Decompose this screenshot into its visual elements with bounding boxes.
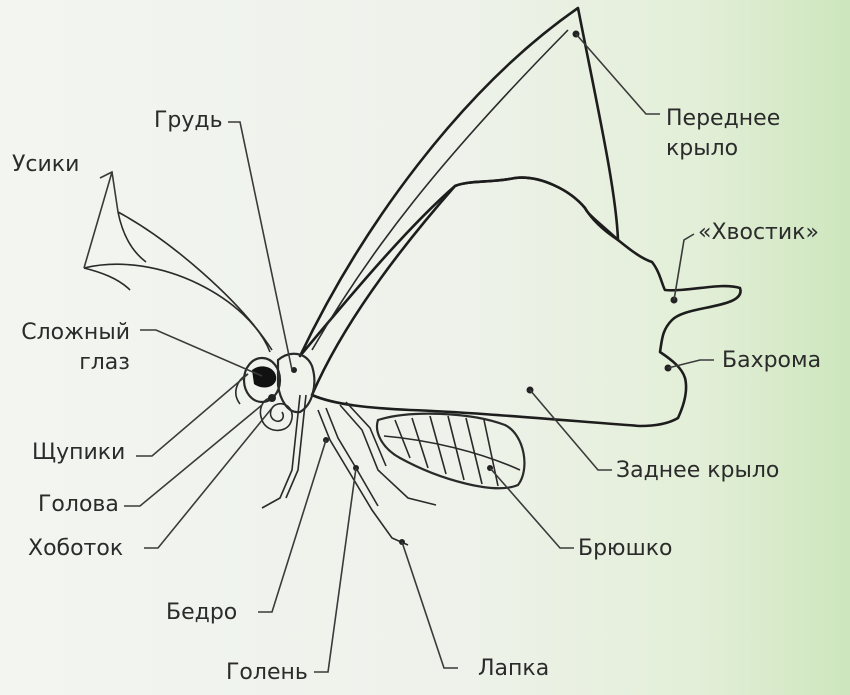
thorax-shape (276, 352, 316, 414)
hindwing-shape (310, 176, 742, 428)
label-fringe: Бахрома (722, 348, 822, 373)
label-palps: Щупики (32, 440, 126, 465)
label-proboscis: Хоботок (28, 536, 124, 561)
head-shape (242, 356, 282, 404)
abdomen-shape (375, 412, 526, 490)
label-tibia: Голень (226, 660, 308, 685)
forewing-shape (298, 6, 620, 358)
antenna-2 (117, 211, 273, 351)
label-abdomen: Брюшко (578, 536, 673, 561)
label-tail: «Хвостик» (698, 220, 819, 245)
label-compound-eye: Сложный глаз (21, 320, 130, 375)
proboscis-shape (259, 397, 293, 432)
leg-2 (317, 409, 409, 546)
label-thorax: Грудь (154, 108, 223, 133)
label-femur: Бедро (166, 600, 238, 625)
label-head: Голова (38, 492, 119, 517)
label-hindwing: Заднее крыло (616, 458, 780, 483)
label-tarsus: Лапка (478, 656, 550, 681)
leg-1 (261, 394, 301, 509)
compound-eye-shape (252, 366, 277, 388)
label-forewing: Переднее крыло (666, 106, 781, 161)
leg-3 (339, 404, 437, 506)
label-antennae: Усики (12, 152, 80, 177)
